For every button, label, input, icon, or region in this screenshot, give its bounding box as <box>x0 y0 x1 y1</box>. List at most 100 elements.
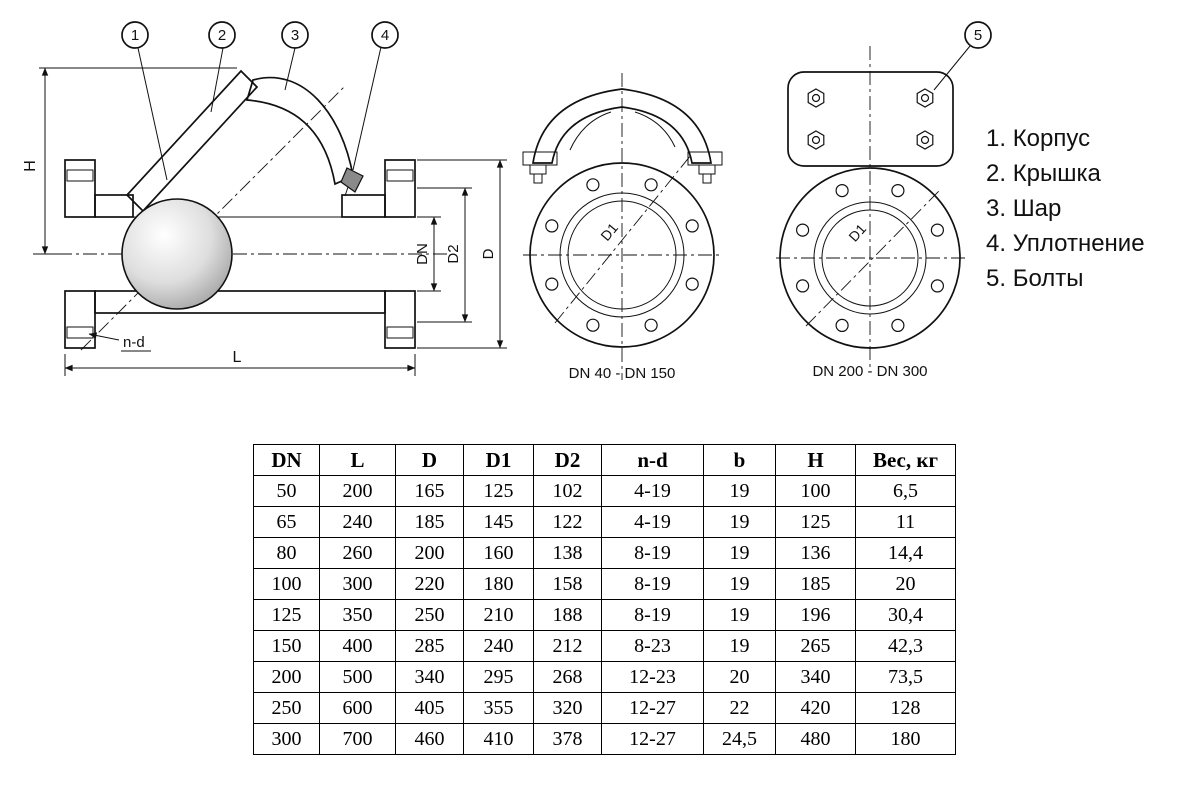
dim-label-DN: DN <box>414 243 431 265</box>
clamp-bolt <box>529 164 547 184</box>
callout-circle-3 <box>281 21 309 49</box>
table-cell: 460 <box>395 723 464 755</box>
table-cell: 160 <box>463 537 534 569</box>
callout-number-1: 1 <box>131 27 139 44</box>
legend-item-label: Корпус <box>1012 125 1091 152</box>
caption-small: DN 40 - DN 150 <box>569 365 676 382</box>
table-cell: 8-23 <box>601 630 704 662</box>
table-cell: 102 <box>533 475 602 507</box>
table-cell: 320 <box>533 692 602 724</box>
callout-circle-5 <box>964 21 992 49</box>
table-cell: 265 <box>775 630 856 662</box>
table-cell: 20 <box>855 568 956 600</box>
flange-bolt-holes <box>545 178 699 332</box>
table-cell: 200 <box>319 475 396 507</box>
column-header: DN <box>253 444 320 476</box>
table-cell: 340 <box>775 661 856 693</box>
plate-bolt <box>916 130 934 150</box>
legend-item-number: 4. <box>986 230 1013 257</box>
callout-number-4: 4 <box>381 27 389 44</box>
column-header: L <box>319 444 396 476</box>
column-header: n-d <box>601 444 704 476</box>
dim-label-nd: n-d <box>123 334 145 351</box>
table-cell: 250 <box>253 692 320 724</box>
front-view-small: D1 DN 40 - DN 150 <box>522 73 723 382</box>
table-cell: 30,4 <box>855 599 956 631</box>
table-cell: 240 <box>463 630 534 662</box>
callout-number-2: 2 <box>218 27 226 44</box>
table-cell: 185 <box>395 506 464 538</box>
table-cell: 125 <box>253 599 320 631</box>
table-cell: 410 <box>463 723 534 755</box>
legend-item-number: 3. <box>986 195 1013 222</box>
table-cell: 20 <box>703 661 776 693</box>
raised-face-circle <box>813 201 927 315</box>
legend-item-number: 2. <box>986 160 1013 187</box>
table-cell: 19 <box>703 506 776 538</box>
table-cell: 355 <box>463 692 534 724</box>
legend-item-label: Уплотнение <box>1012 230 1145 257</box>
legend-item-label: Шар <box>1012 195 1062 222</box>
plate-bolt <box>807 130 825 150</box>
legend-item: 1. Корпус <box>986 126 1145 152</box>
table-cell: 480 <box>775 723 856 755</box>
table-cell: 158 <box>533 568 602 600</box>
table-cell: 19 <box>703 599 776 631</box>
table-cell: 11 <box>855 506 956 538</box>
table-cell: 500 <box>319 661 396 693</box>
table-cell: 4-19 <box>601 506 704 538</box>
table-cell: 180 <box>463 568 534 600</box>
table-cell: 19 <box>703 537 776 569</box>
table-cell: 22 <box>703 692 776 724</box>
dim-label-D1-small: D1 <box>597 220 621 244</box>
clamp-cover <box>522 88 723 184</box>
table-cell: 600 <box>319 692 396 724</box>
callout-number-3: 3 <box>291 27 299 44</box>
callout-5: 5 <box>933 21 992 91</box>
left-flange <box>64 159 96 349</box>
table-cell: 100 <box>775 475 856 507</box>
dimension-D2: D2 <box>417 187 472 323</box>
callout-circle-2 <box>208 21 236 49</box>
legend-item-number: 1. <box>986 125 1013 152</box>
dimension-L: L <box>64 349 416 376</box>
d1-diagonal-centerline <box>805 189 941 327</box>
legend-item-label: Крышка <box>1012 160 1101 187</box>
table-cell: 210 <box>463 599 534 631</box>
table-cell: 240 <box>319 506 396 538</box>
column-header: D1 <box>463 444 534 476</box>
dim-label-L: L <box>233 349 242 366</box>
table-cell: 136 <box>775 537 856 569</box>
table-cell: 12-27 <box>601 723 704 755</box>
bolt-hole-slot <box>386 326 414 339</box>
ball <box>121 198 233 310</box>
legend-item: 2. Крышка <box>986 161 1145 187</box>
table-cell: 220 <box>395 568 464 600</box>
bolt-hole-slot <box>66 169 94 182</box>
table-cell: 24,5 <box>703 723 776 755</box>
table-cell: 12-23 <box>601 661 704 693</box>
table-cell: 12-27 <box>601 692 704 724</box>
table-cell: 165 <box>395 475 464 507</box>
table-cell: 285 <box>395 630 464 662</box>
dimension-H: H <box>22 67 237 255</box>
callouts: 1 2 3 4 <box>121 21 399 181</box>
table-cell: 188 <box>533 599 602 631</box>
bolt-hole-slot <box>66 326 94 339</box>
table-cell: 128 <box>855 692 956 724</box>
table-cell: 73,5 <box>855 661 956 693</box>
dim-label-H: H <box>22 160 39 172</box>
front-view-large: 5 D1 DN 200 - DN 300 <box>776 21 992 380</box>
raised-face-circle <box>559 192 685 318</box>
table-cell: 420 <box>775 692 856 724</box>
table-cell: 200 <box>395 537 464 569</box>
legend-item-label: Болты <box>1012 265 1084 292</box>
table-cell: 250 <box>395 599 464 631</box>
